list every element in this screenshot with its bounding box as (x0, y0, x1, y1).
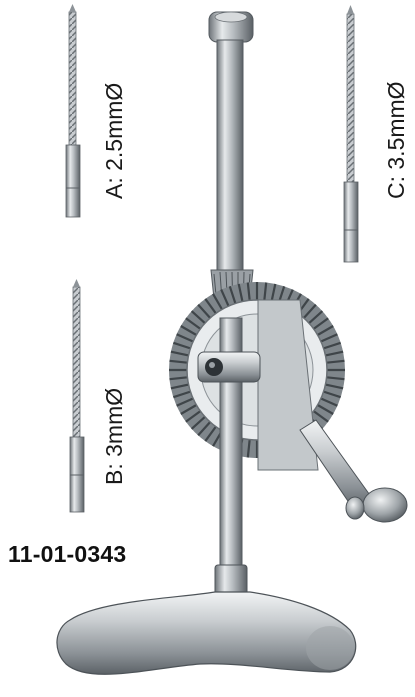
gear-tooth (303, 303, 317, 319)
gear-tooth (320, 333, 338, 343)
gear-tooth (172, 341, 191, 350)
gear-tooth (176, 333, 194, 343)
gear-tooth (172, 390, 191, 399)
gear-tooth (204, 425, 217, 442)
gear-tooth (176, 397, 194, 407)
gear-tooth (185, 317, 202, 330)
gear-tooth (326, 376, 345, 381)
gear-tooth (169, 359, 188, 364)
gear-tooth (325, 383, 344, 390)
gear-tooth (170, 350, 189, 357)
drill-bit-b (69, 279, 85, 513)
gear-tooth (317, 404, 334, 415)
gear-tooth (312, 410, 329, 423)
drill-bit-b-label: B: 3mmØ (101, 387, 127, 485)
drill-bit-c-label: C: 3.5mmØ (383, 81, 409, 199)
gear-tooth (204, 298, 217, 315)
gear-tooth (212, 293, 223, 310)
gear-tooth (323, 341, 342, 350)
gear-tooth (180, 325, 197, 336)
drill-bit-a (65, 4, 81, 218)
gear-tooth (312, 317, 329, 330)
gear-tooth (246, 282, 251, 301)
gear-tooth (246, 439, 251, 458)
gear-tooth (220, 289, 230, 307)
gear-tooth (326, 359, 345, 364)
gear-tooth (190, 310, 206, 324)
gear-tooth (185, 410, 202, 423)
gear-tooth (190, 416, 206, 430)
gear-tooth (270, 283, 277, 302)
gear-tooth (197, 303, 211, 319)
gear-tooth (317, 325, 334, 336)
gear-tooth (228, 285, 237, 304)
gear-tooth (169, 376, 188, 381)
gear-tooth (323, 390, 342, 399)
gear-tooth (197, 421, 211, 437)
drill-bit-a-label: A: 2.5mmØ (101, 82, 127, 199)
gear-tooth (308, 310, 324, 324)
gear-tooth (237, 283, 244, 302)
part-number: 11-01-0343 (8, 541, 127, 567)
gear-tooth (320, 397, 338, 407)
gear-tooth (170, 383, 189, 390)
hand-drill (56, 11, 408, 675)
drill-bit-c (343, 5, 359, 263)
gear-tooth (263, 282, 268, 301)
gear-tooth (325, 350, 344, 357)
gear-tooth (180, 404, 197, 415)
